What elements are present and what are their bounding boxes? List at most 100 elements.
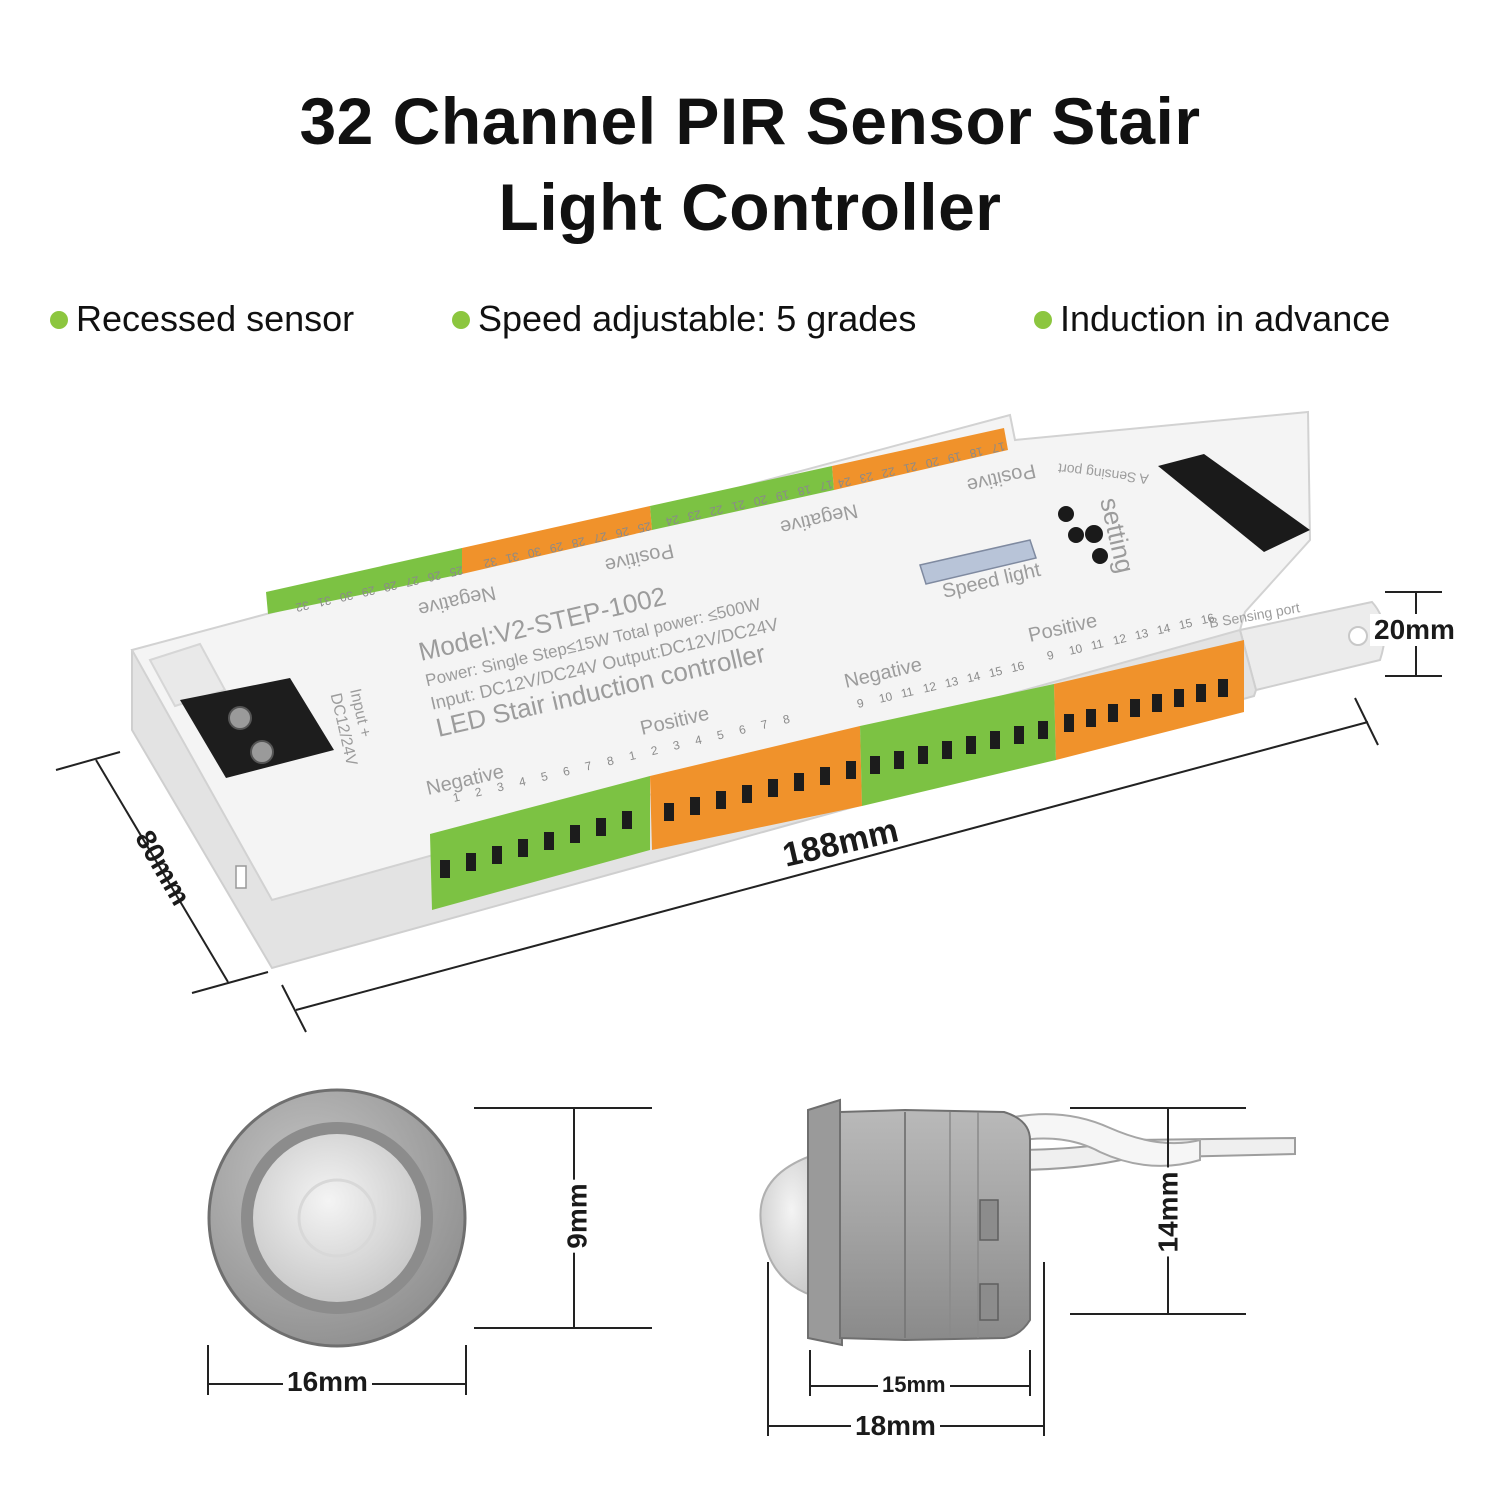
input-terminal-block bbox=[180, 678, 334, 778]
channel-number-label: 9 bbox=[856, 696, 866, 711]
channel-number-label: 16 bbox=[1200, 611, 1216, 628]
channel-number-label: 26 bbox=[426, 568, 442, 585]
side-port-icon bbox=[235, 865, 247, 889]
channel-number-label: 8 bbox=[606, 753, 616, 768]
channel-number-label: 11 bbox=[1090, 636, 1106, 653]
channel-number-label: 32 bbox=[482, 554, 498, 571]
sensor-face-diameter-label: 16mm bbox=[283, 1366, 372, 1398]
sensor-body-width-label: 15mm bbox=[878, 1372, 950, 1398]
channel-number-label: 5 bbox=[540, 769, 550, 784]
sensor-side-height-label: 14mm bbox=[1152, 1167, 1185, 1257]
channel-number-label: 12 bbox=[1112, 631, 1128, 648]
channel-number-label: 4 bbox=[518, 774, 528, 789]
channel-number-label: 8 bbox=[782, 712, 792, 727]
channel-number-label: 29 bbox=[548, 539, 564, 556]
screw-icon bbox=[228, 706, 252, 730]
channel-number-label: 24 bbox=[836, 474, 852, 491]
channel-number-label: 11 bbox=[900, 684, 916, 701]
channel-number-label: 24 bbox=[664, 512, 680, 529]
channel-number-label: 19 bbox=[946, 449, 962, 466]
channel-number-label: 29 bbox=[360, 583, 376, 600]
feature-label: Induction in advance bbox=[1060, 298, 1391, 339]
channel-number-label: 17 bbox=[990, 439, 1006, 456]
channel-number-label: 30 bbox=[526, 544, 542, 561]
channel-number-label: 13 bbox=[1134, 626, 1150, 643]
terminal-strip-green bbox=[860, 684, 1056, 806]
channel-number-label: 28 bbox=[382, 578, 398, 595]
channel-number-label: 30 bbox=[338, 588, 354, 605]
channel-number-label: 14 bbox=[1156, 621, 1172, 638]
channel-number-label: 27 bbox=[404, 573, 420, 590]
bullet-dot-icon bbox=[50, 311, 68, 329]
page-title: 32 Channel PIR Sensor Stair Light Contro… bbox=[0, 78, 1500, 250]
sensor-flange-width-label: 18mm bbox=[851, 1410, 940, 1442]
channel-number-label: 12 bbox=[922, 679, 938, 696]
channel-number-label: 19 bbox=[774, 487, 790, 504]
terminal-strip-orange bbox=[462, 506, 652, 574]
sensor-flange bbox=[807, 1098, 844, 1347]
channel-number-label: 9 bbox=[1046, 648, 1056, 663]
bullet-dot-icon bbox=[452, 311, 470, 329]
channel-number-label: 10 bbox=[878, 689, 894, 706]
channel-number-label: 15 bbox=[1178, 616, 1194, 633]
title-line-1: 32 Channel PIR Sensor Stair bbox=[299, 84, 1201, 158]
channel-number-label: 14 bbox=[966, 669, 982, 686]
front-terminal-row bbox=[430, 640, 1244, 910]
channel-number-label: 4 bbox=[694, 733, 704, 748]
sensor-body bbox=[839, 1108, 1031, 1342]
sensing-port-a-icon bbox=[1158, 454, 1310, 552]
channel-number-label: 3 bbox=[496, 779, 506, 794]
channel-number-label: 18 bbox=[796, 482, 812, 499]
channel-number-label: 5 bbox=[716, 727, 726, 742]
title-line-2: Light Controller bbox=[498, 170, 1002, 244]
channel-number-label: 23 bbox=[858, 469, 874, 486]
feature-label: Speed adjustable: 5 grades bbox=[478, 298, 917, 339]
channel-number-label: 31 bbox=[316, 593, 332, 610]
channel-number-label: 1 bbox=[628, 748, 638, 763]
feature-speed-adjustable: Speed adjustable: 5 grades bbox=[452, 296, 916, 342]
channel-number-label: 16 bbox=[1010, 659, 1026, 676]
bullet-dot-icon bbox=[1034, 311, 1052, 329]
sensor-front-dimension-lines bbox=[207, 1107, 652, 1395]
feature-label: Recessed sensor bbox=[76, 298, 355, 339]
controller-device: Model:V2-STEP-1002 Power: Single Step≤15… bbox=[130, 410, 1386, 970]
channel-number-label: 10 bbox=[1068, 641, 1084, 658]
feature-recessed-sensor: Recessed sensor bbox=[50, 296, 354, 342]
channel-number-label: 7 bbox=[760, 717, 770, 732]
channel-number-label: 25 bbox=[448, 563, 464, 580]
channel-number-label: 15 bbox=[988, 664, 1004, 681]
terminal-strip-orange bbox=[832, 428, 1008, 490]
setting-button-icon bbox=[1085, 525, 1103, 543]
channel-number-label: 18 bbox=[968, 444, 984, 461]
channel-number-label: 2 bbox=[474, 785, 484, 800]
back-terminal-row bbox=[266, 428, 1008, 614]
channel-number-label: 22 bbox=[880, 464, 896, 481]
channel-number-label: 28 bbox=[570, 534, 586, 551]
channel-number-label: 20 bbox=[924, 454, 940, 471]
channel-number-label: 23 bbox=[686, 507, 702, 524]
channel-number-label: 20 bbox=[752, 492, 768, 509]
pir-lens-icon bbox=[253, 1134, 421, 1302]
terminal-strip-orange bbox=[650, 726, 862, 850]
setting-button-icon bbox=[1092, 548, 1108, 564]
terminal-strip-green bbox=[430, 776, 650, 910]
screw-icon bbox=[250, 740, 274, 764]
clip-slot-icon bbox=[979, 1199, 999, 1241]
terminal-strip-green bbox=[266, 548, 462, 614]
channel-number-label: 6 bbox=[738, 722, 748, 737]
clip-slot-icon bbox=[979, 1283, 999, 1321]
setting-button-icon bbox=[1058, 506, 1074, 522]
channel-number-label: 13 bbox=[944, 674, 960, 691]
channel-number-label: 21 bbox=[730, 497, 746, 514]
sensor-side-view bbox=[759, 1098, 1296, 1347]
terminal-strip-green bbox=[650, 466, 834, 530]
sensor-face-height-label: 9mm bbox=[561, 1179, 594, 1253]
channel-number-label: 17 bbox=[818, 477, 834, 494]
dimension-lines bbox=[55, 591, 1442, 1033]
sensor-front-view bbox=[207, 1088, 467, 1348]
channel-number-label: 21 bbox=[902, 459, 918, 476]
channel-number-label: 31 bbox=[504, 549, 520, 566]
channel-number-label: 6 bbox=[562, 764, 572, 779]
channel-number-label: 27 bbox=[592, 529, 608, 546]
